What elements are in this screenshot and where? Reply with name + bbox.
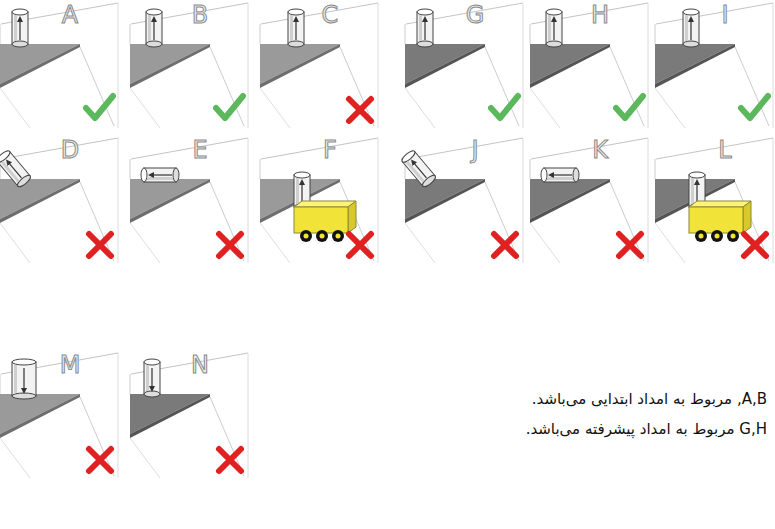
cylinder xyxy=(146,9,162,47)
panel-letter: A xyxy=(50,3,90,27)
panel-letter: N xyxy=(180,353,220,377)
panel-letter: B xyxy=(180,3,220,27)
panel-letter: L xyxy=(705,138,745,162)
check-mark xyxy=(616,96,643,118)
panel-letter: K xyxy=(580,138,620,162)
cylinder xyxy=(141,168,179,182)
panel xyxy=(260,3,378,128)
panel xyxy=(130,353,248,478)
panel xyxy=(260,138,378,263)
panel xyxy=(0,353,118,478)
panel xyxy=(530,138,648,263)
cylinder xyxy=(683,9,699,47)
cross-mark xyxy=(349,99,371,121)
note-text: A,B, مربوط به امداد ابتدایی می‌باشد. xyxy=(437,390,767,410)
panel-letter: J xyxy=(455,138,495,162)
cylinder xyxy=(400,149,437,188)
cross-mark xyxy=(349,234,371,256)
cylinder xyxy=(144,359,160,397)
panel xyxy=(400,138,523,263)
panel xyxy=(130,3,248,128)
panel xyxy=(405,3,523,128)
panel-letter: I xyxy=(705,3,745,27)
panel-letter: D xyxy=(50,138,90,162)
panel xyxy=(0,3,118,128)
check-mark xyxy=(86,96,113,118)
panel-letter: F xyxy=(310,138,350,162)
cross-mark xyxy=(219,234,241,256)
panel xyxy=(530,3,648,128)
cylinder xyxy=(546,9,562,47)
panel-letter: M xyxy=(50,353,90,377)
cross-mark xyxy=(219,449,241,471)
cross-mark xyxy=(619,234,641,256)
cylinder xyxy=(288,9,304,47)
cylinder xyxy=(12,9,28,47)
cylinder xyxy=(417,9,433,47)
cylinder xyxy=(541,168,579,182)
panel xyxy=(0,138,118,263)
cylinder xyxy=(0,149,32,188)
note-text: G,H مربوط به امداد پیشرفته می‌باشد. xyxy=(437,420,767,440)
panel-letter: C xyxy=(310,3,350,27)
cylinder xyxy=(12,359,36,399)
panel-letter: H xyxy=(580,3,620,27)
cross-mark xyxy=(744,234,766,256)
panel xyxy=(655,138,773,263)
panel xyxy=(130,138,248,263)
panel-letter: E xyxy=(180,138,220,162)
cross-mark xyxy=(494,234,516,256)
cross-mark xyxy=(89,234,111,256)
check-mark xyxy=(216,96,243,118)
cross-mark xyxy=(89,449,111,471)
check-mark xyxy=(491,96,518,118)
panel xyxy=(655,3,773,128)
panel-letter: G xyxy=(455,3,495,27)
check-mark xyxy=(741,96,768,118)
